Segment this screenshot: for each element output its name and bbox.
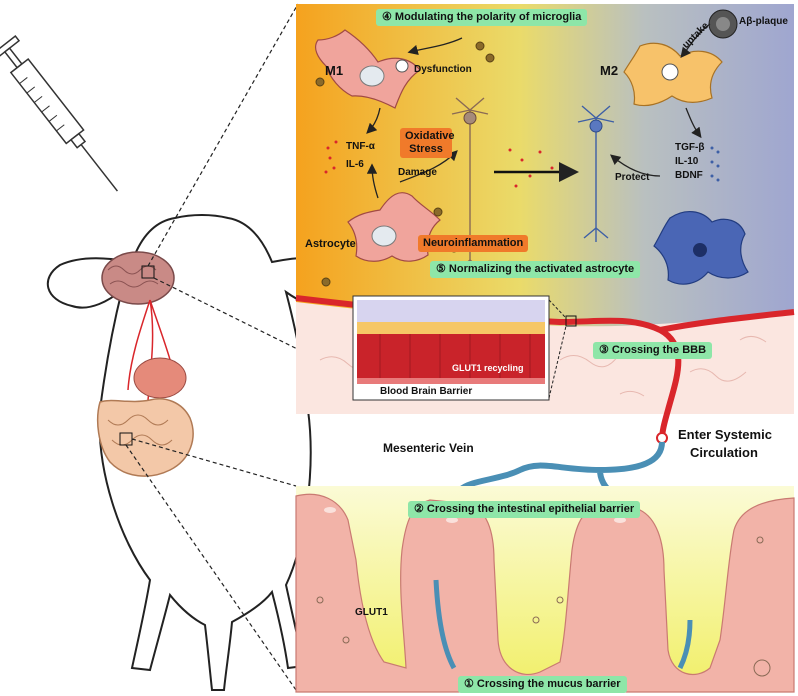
syringe [0, 35, 118, 192]
label-bdnf: BDNF [675, 170, 703, 181]
arrow-uptake [680, 23, 711, 59]
label-m1: M1 [325, 63, 344, 78]
label-damage: Damage [398, 167, 437, 178]
neuron-blue [577, 105, 615, 242]
bbb-zoom-box [565, 315, 577, 327]
label-astrocyte: Astrocyte [305, 238, 356, 250]
vessel-junction [656, 432, 668, 444]
nanoparticles [315, 41, 495, 287]
label-protect: Protect [615, 172, 650, 183]
mouse-brain [101, 251, 175, 305]
mucus-particles [316, 536, 771, 677]
label-il6: IL-6 [346, 159, 364, 170]
arrow-protect [610, 154, 661, 177]
label-glut1-recycling: GLUT1 recycling [452, 363, 524, 373]
label-glut1: GLUT1 [355, 607, 388, 618]
label-il10: IL-10 [675, 156, 699, 167]
m2-cytokines [710, 146, 720, 182]
mouse-stomach [133, 357, 187, 399]
step-crossing-bbb: ③ Crossing the BBB [593, 342, 713, 359]
zoom-lines [125, 3, 373, 691]
label-dysfunction: Dysfunction [414, 64, 472, 75]
astrocyte-activated [347, 192, 441, 262]
villi [295, 493, 795, 693]
label-enter-systemic: Enter Systemic [678, 427, 772, 442]
badge-oxidative-stress: Oxidative Stress [400, 128, 455, 158]
label-tgf: TGF-β [675, 142, 705, 153]
arrow-astro-up [366, 163, 379, 199]
label-abeta-plaque: Aβ-plaque [739, 16, 788, 27]
label-circulation: Circulation [690, 445, 758, 460]
badge-neuroinflammation: Neuroinflammation [418, 235, 529, 252]
step-crossing-intestinal: ② Crossing the intestinal epithelial bar… [408, 501, 641, 518]
label-blood-brain-barrier: Blood Brain Barrier [380, 386, 473, 397]
label-mesenteric-vein: Mesenteric Vein [383, 441, 474, 455]
step-modulating-microglia: ④ Modulating the polarity of microglia [376, 9, 588, 26]
villus-capillaries [433, 579, 693, 670]
arrow-dysfunction [407, 37, 463, 56]
arrow-m2-down [685, 107, 702, 139]
step-normalizing-astrocyte: ⑤ Normalizing the activated astrocyte [430, 261, 641, 278]
step-crossing-mucus: ① Crossing the mucus barrier [458, 676, 627, 693]
label-m2: M2 [600, 63, 619, 78]
cytokine-dots [324, 140, 554, 188]
bbb-inset [352, 295, 550, 401]
arrow-m1-down [366, 107, 381, 134]
label-tnf: TNF-α [346, 141, 375, 152]
mouse-intestine [96, 398, 194, 477]
